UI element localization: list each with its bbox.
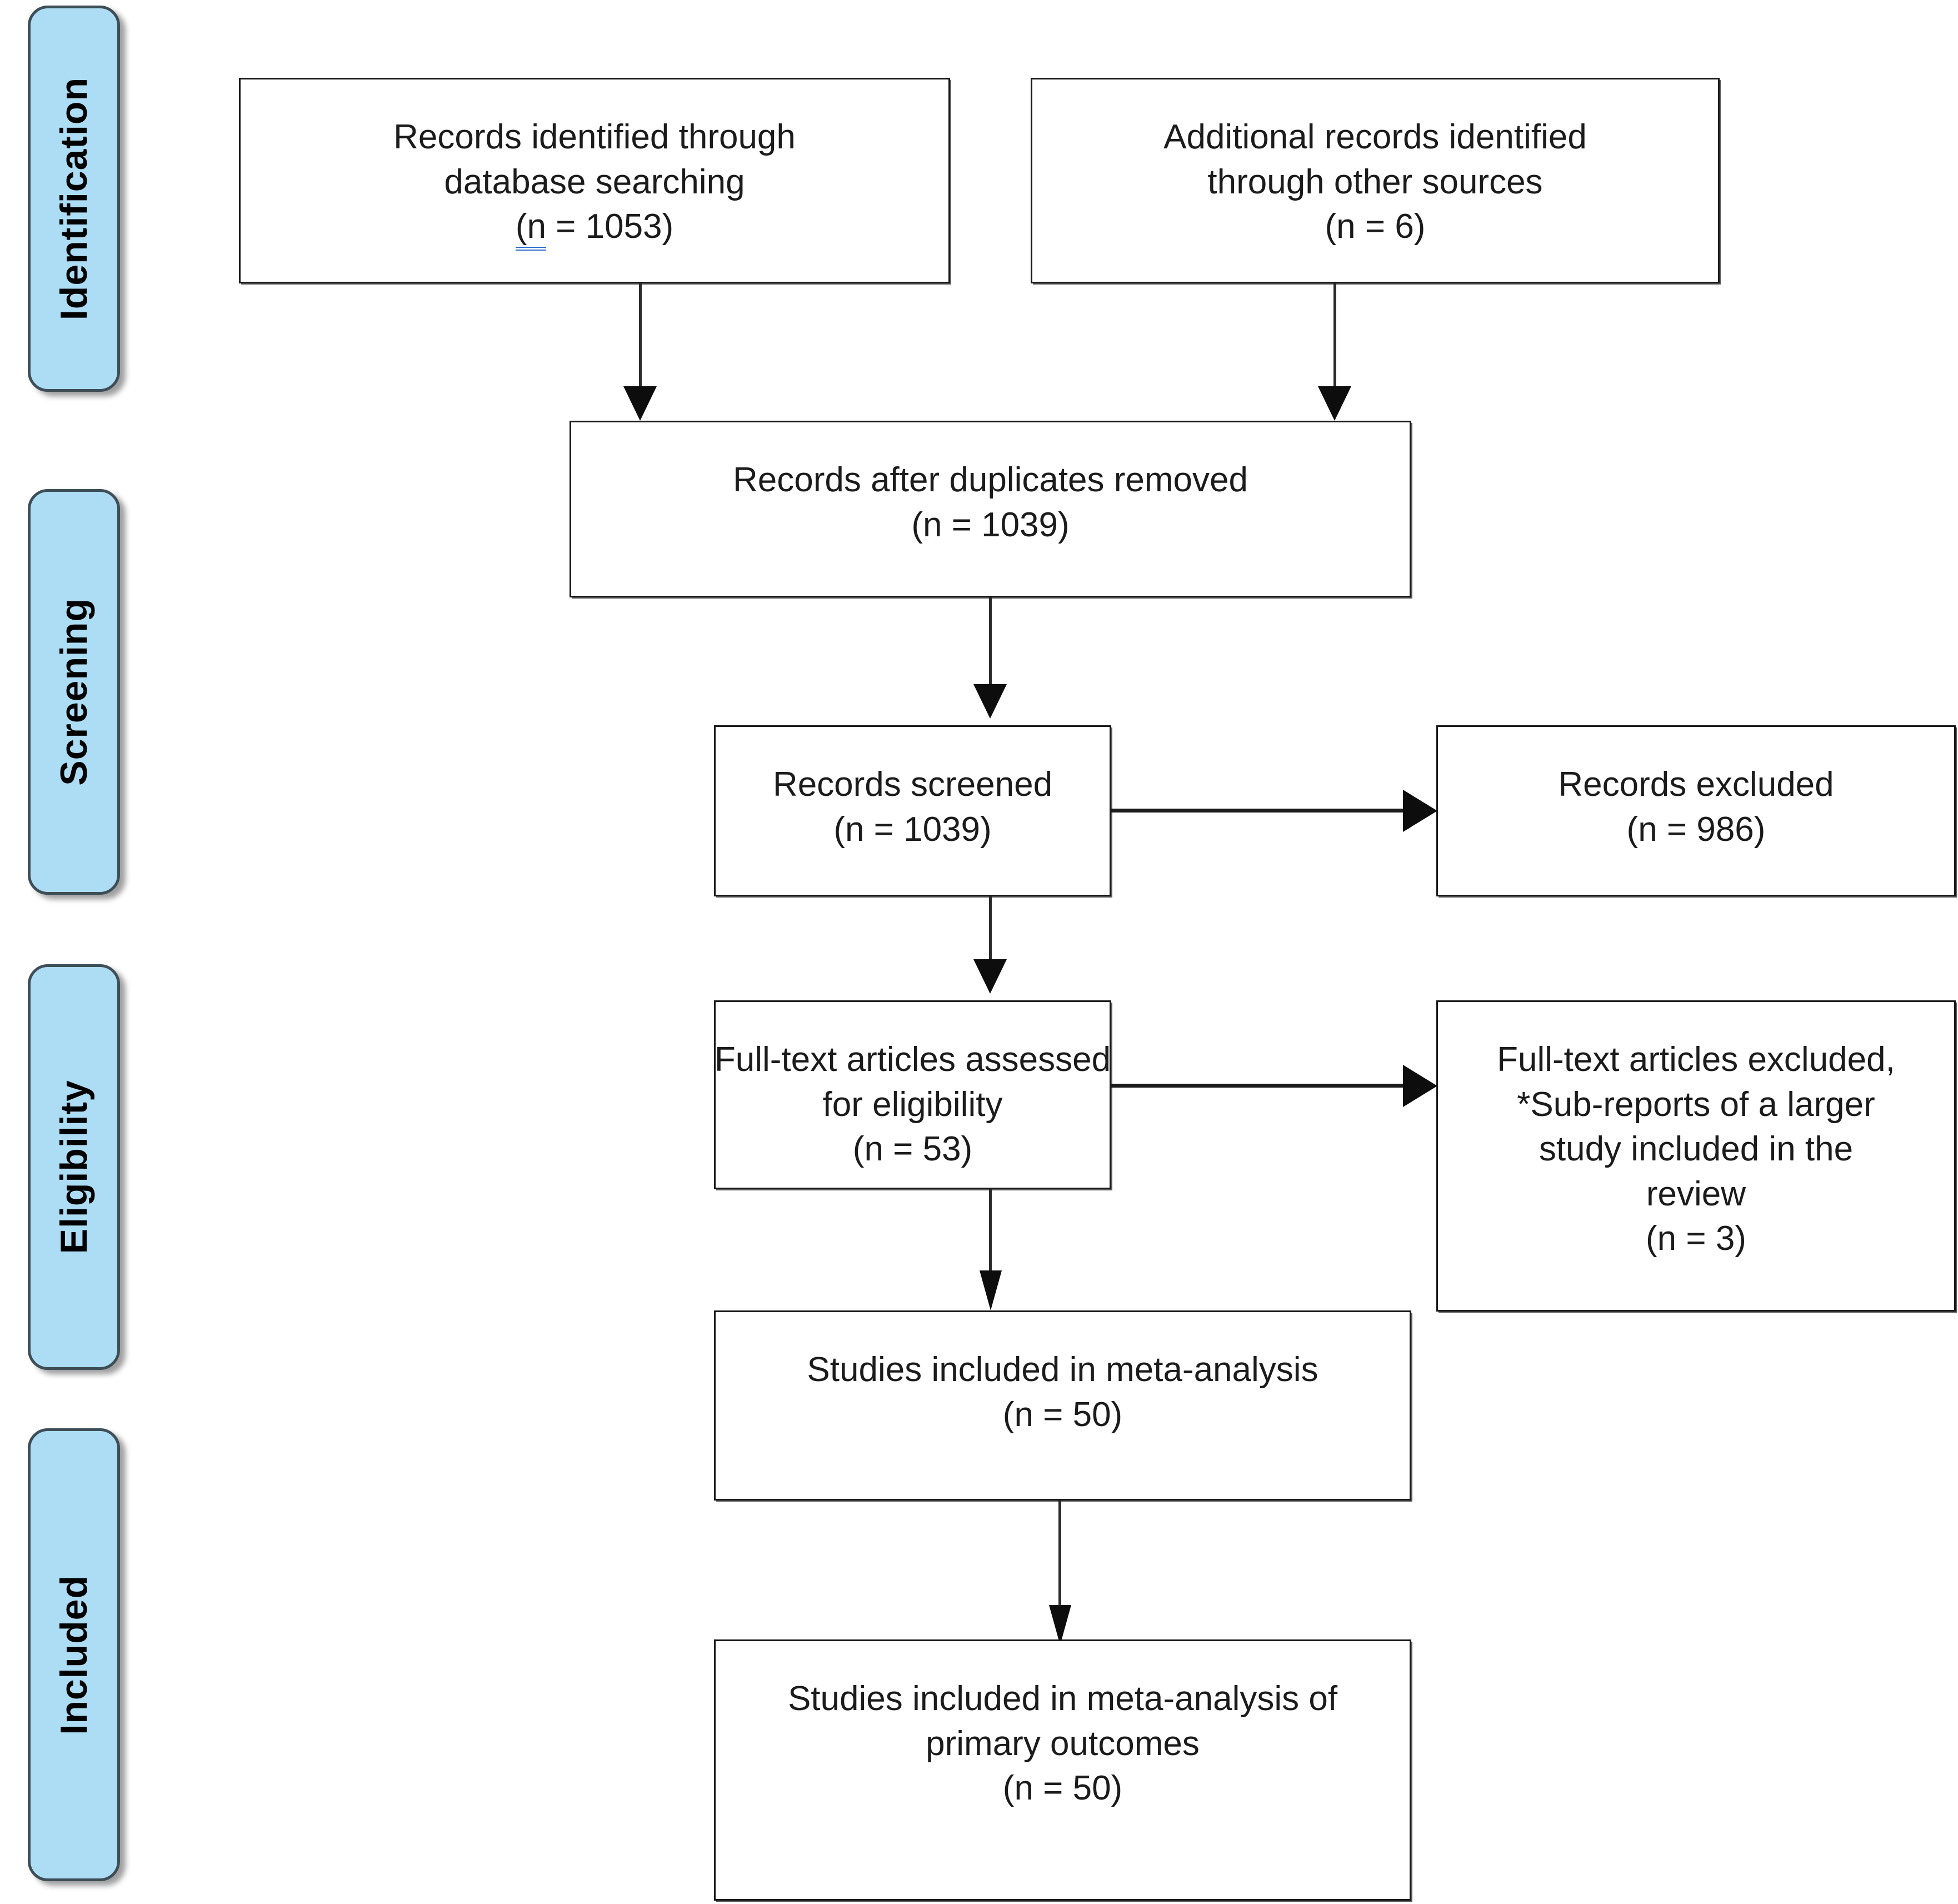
box-count: (n = 3) bbox=[1646, 1219, 1746, 1258]
box-line-2: database searching bbox=[444, 162, 745, 201]
spellcheck-underline-text: (n bbox=[515, 207, 546, 251]
box-line-1: Records excluded bbox=[1558, 765, 1834, 804]
box-line-1: Records after duplicates removed bbox=[732, 461, 1248, 499]
connector-duplicates-to-screened bbox=[989, 597, 992, 685]
arrow-screened-to-fulltext bbox=[973, 959, 1007, 994]
box-studies-included-primary-outcomes: Studies included in meta-analysis of pri… bbox=[714, 1639, 1411, 1901]
box-line-2: primary outcomes bbox=[926, 1724, 1200, 1763]
connector-other-sources-to-duplicates bbox=[1333, 283, 1336, 389]
box-line-1: Records identified through bbox=[393, 118, 796, 156]
connector-screened-to-fulltext bbox=[989, 896, 992, 960]
box-count: (n = 50) bbox=[1002, 1395, 1123, 1434]
box-line-1: Full-text articles excluded, bbox=[1497, 1040, 1895, 1079]
arrow-db-search-to-duplicates bbox=[623, 386, 657, 421]
arrow-fulltext-to-excluded bbox=[1403, 1065, 1437, 1107]
box-count: (n = 986) bbox=[1626, 810, 1766, 849]
box-line-4: review bbox=[1646, 1174, 1746, 1213]
stage-label-text: Eligibility bbox=[53, 1080, 95, 1254]
box-line-2: *Sub-reports of a larger bbox=[1517, 1085, 1875, 1124]
box-line-1: Records screened bbox=[772, 765, 1053, 804]
box-records-identified-database: Records identified through database sear… bbox=[239, 78, 950, 283]
box-additional-records-other-sources: Additional records identified through ot… bbox=[1031, 78, 1720, 283]
box-line-2: through other sources bbox=[1207, 162, 1543, 201]
box-count: (n = 6) bbox=[1325, 207, 1426, 246]
stage-label-text: Included bbox=[53, 1574, 95, 1735]
box-count: (n = 1039) bbox=[911, 505, 1070, 544]
stage-label-text: Identification bbox=[53, 77, 95, 321]
stage-label-text: Screening bbox=[53, 598, 95, 786]
box-line-2: for eligibility bbox=[822, 1085, 1003, 1124]
arrow-other-sources-to-duplicates bbox=[1318, 386, 1351, 421]
box-fulltext-articles-assessed: Full-text articles assessed for eligibil… bbox=[714, 1000, 1111, 1189]
stage-label-eligibility: Eligibility bbox=[28, 964, 120, 1370]
box-count: (n = 50) bbox=[1002, 1769, 1123, 1808]
box-line-1: Additional records identified bbox=[1163, 118, 1587, 156]
box-records-screened: Records screened (n = 1039) bbox=[714, 725, 1111, 896]
arrow-fulltext-to-included-meta bbox=[980, 1270, 1002, 1310]
connector-db-search-to-duplicates bbox=[639, 283, 642, 389]
box-line-3: study included in the bbox=[1539, 1130, 1854, 1169]
stage-label-identification: Identification bbox=[28, 6, 120, 392]
box-records-excluded: Records excluded (n = 986) bbox=[1436, 725, 1956, 896]
stage-label-screening: Screening bbox=[28, 489, 120, 895]
box-fulltext-articles-excluded: Full-text articles excluded, *Sub-report… bbox=[1436, 1000, 1956, 1312]
arrow-included-meta-to-primary bbox=[1049, 1605, 1071, 1645]
box-line-1: Full-text articles assessed bbox=[714, 1040, 1111, 1079]
box-studies-included-meta-analysis: Studies included in meta-analysis (n = 5… bbox=[714, 1310, 1411, 1501]
connector-screened-to-excluded bbox=[1111, 809, 1406, 813]
box-count: (n = 53) bbox=[852, 1130, 973, 1169]
connector-included-meta-to-primary bbox=[1058, 1501, 1061, 1607]
box-count-rest: = 1053) bbox=[546, 207, 674, 246]
box-count: (n = 1053) bbox=[515, 205, 674, 251]
connector-fulltext-to-excluded bbox=[1111, 1084, 1406, 1088]
box-line-1: Studies included in meta-analysis of bbox=[787, 1679, 1338, 1718]
box-records-after-duplicates-removed: Records after duplicates removed (n = 10… bbox=[570, 421, 1411, 597]
arrow-duplicates-to-screened bbox=[973, 684, 1007, 719]
connector-fulltext-to-included-meta bbox=[989, 1189, 992, 1273]
box-count: (n = 1039) bbox=[833, 810, 992, 849]
arrow-screened-to-excluded bbox=[1403, 790, 1437, 832]
box-line-1: Studies included in meta-analysis bbox=[807, 1350, 1318, 1389]
stage-label-included: Included bbox=[28, 1428, 120, 1881]
